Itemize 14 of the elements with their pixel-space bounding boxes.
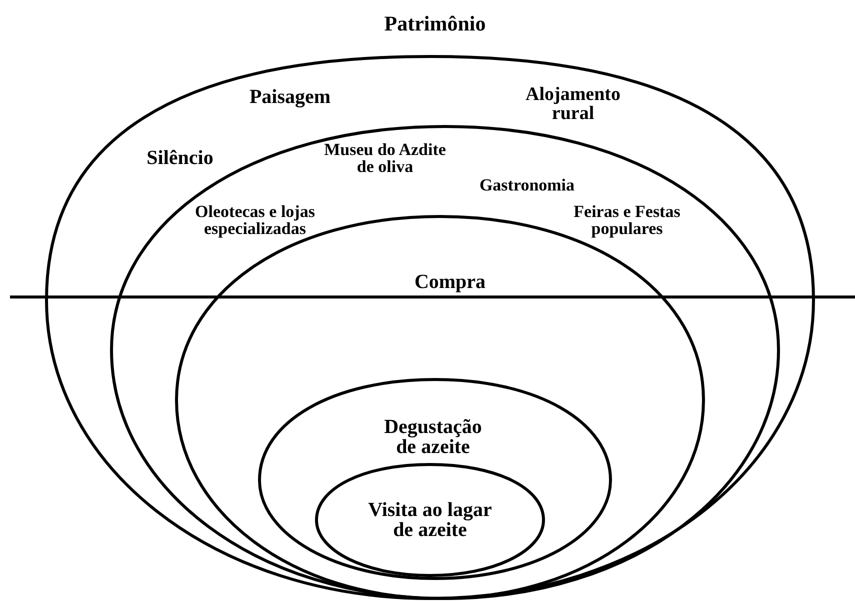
ring-label: Museu do Azdite de oliva [323,141,447,175]
ring-label: Alojamento rural [524,85,622,123]
ring-label: Compra [413,272,487,292]
ring-label: Degustação de azeite [383,417,483,457]
core-ellipse [315,463,545,577]
ring-label: Paisagem [248,87,332,107]
small-ellipse [258,378,612,580]
ring-label: Feiras e Festas populares [572,203,682,237]
ring-label: Patrimônio [383,14,487,34]
ring-label: Oleotecas e lojas especializadas [194,203,316,237]
ring-label: Visita ao lagar de azeite [367,500,493,540]
ring-label: Silêncio [146,148,214,168]
middle-ellipse [110,125,780,600]
ring-label: Gastronomia [478,176,576,194]
